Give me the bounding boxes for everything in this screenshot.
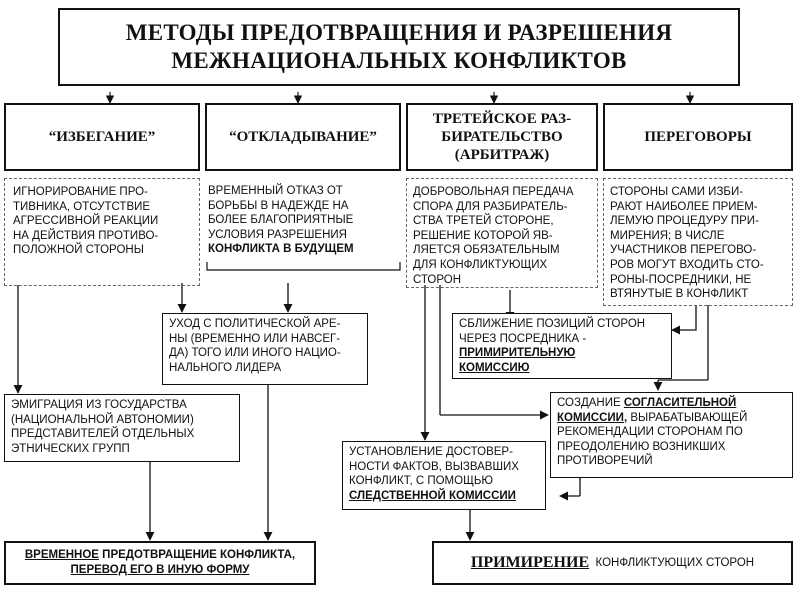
negotiation-desc-line: ЛЕМУЮ ПРОЦЕДУРУ ПРИ- [610,215,759,228]
leader-line: УХОД С ПОЛИТИЧЕСКОЙ АРЕ- [169,318,341,330]
conciliation-line: ПРЕОДОЛЕНИЮ ВОЗНИКШИХ [557,440,726,453]
result-temporary-prevention: ВРЕМЕННОЕ ПРЕДОТВРАЩЕНИЕ КОНФЛИКТА, ПЕРЕ… [4,541,316,585]
avoid-desc-line: ИГНОРИРОВАНИЕ ПРО- [13,186,148,198]
emigration-box: ЭМИГРАЦИЯ ИЗ ГОСУДАРСТВА (НАЦИОНАЛЬНОЙ А… [4,394,240,462]
result-reconciliation-emphasis: ПРИМИРЕНИЕ [470,554,590,571]
negotiation-desc-line: РАЮТ НАИБОЛЕЕ ПРИЕМ- [610,200,758,213]
method-arbitration-label-2: БИРАТЕЛЬСТВО [441,129,563,145]
method-delay: “ОТКЛАДЫВАНИЕ” [205,103,401,171]
investigation-line: КОНФЛИКТ, С ПОМОЩЬЮ [349,475,494,488]
negotiation-desc-line: СТОРОНЫ САМИ ИЗБИ- [610,186,744,198]
arbitration-desc-line: СПОРА ДЛЯ РАЗБИРАТЕЛЬ- [413,200,568,213]
negotiation-desc-line: МИРЕНИЯ; В ЧИСЛЕ [610,229,725,242]
method-delay-label: “ОТКЛАДЫВАНИЕ” [229,129,377,145]
delay-desc-line: КОНФЛИКТА В БУДУЩЕМ [208,243,354,256]
method-arbitration: ТРЕТЕЙСКОЕ РАЗ- БИРАТЕЛЬСТВО (АРБИТРАЖ) [406,103,598,171]
result-reconciliation: ПРИМИРЕНИЕ КОНФЛИКТУЮЩИХ СТОРОН [432,541,793,585]
result-temporary-emphasis: ВРЕМЕННОЕ [24,549,99,562]
avoid-desc-line: НА ДЕЙСТВИЯ ПРОТИВО- [13,229,159,242]
method-negotiation: ПЕРЕГОВОРЫ [603,103,793,171]
investigation-line: СЛЕДСТВЕННОЙ КОМИССИИ [349,489,516,502]
emigration-line: ПРЕДСТАВИТЕЛЕЙ ОТДЕЛЬНЫХ [11,428,195,441]
conciliation-line: ПРОТИВОРЕЧИЙ [557,455,653,468]
rapprochement-line: КОМИССИЮ [459,361,530,374]
method-avoid: “ИЗБЕГАНИЕ” [4,103,200,171]
conciliation-emphasis: КОМИССИИ, [557,411,628,424]
leader-line: НАЛЬНОГО ЛИДЕРА [169,361,282,374]
result-reconciliation-text: КОНФЛИКТУЮЩИХ СТОРОН [589,557,755,569]
method-arbitration-label-1: ТРЕТЕЙСКОЕ РАЗ- [432,111,572,127]
conciliation-emphasis: СОГЛАСИТЕЛЬНОЙ [623,397,737,409]
rapprochement-line: ЧЕРЕЗ ПОСРЕДНИКА - [459,332,587,345]
conciliation-text: СОЗДАНИЕ [557,397,624,409]
delay-desc-line: ВРЕМЕННЫЙ ОТКАЗ ОТ [208,185,343,197]
emigration-line: (НАЦИОНАЛЬНОЙ АВТОНОМИИ) [11,413,194,426]
arbitration-desc-line: РЕШЕНИЕ КОТОРОЙ ЯВ- [413,229,553,242]
avoid-desc-line: АГРЕССИВНОЙ РЕАКЦИИ [13,215,159,228]
title-line-2: МЕЖНАЦИОНАЛЬНЫХ КОНФЛИКТОВ [171,48,627,73]
reconcile-flows [420,285,709,541]
method-negotiation-label: ПЕРЕГОВОРЫ [644,129,752,145]
delay-desc-line: БОЛЕЕ БЛАГОПРИЯТНЫЕ [208,214,354,227]
negotiation-desc-line: УЧАСТНИКОВ ПЕРЕГОВО- [610,244,757,257]
investigation-box: УСТАНОВЛЕНИЕ ДОСТОВЕР- НОСТИ ФАКТОВ, ВЫЗ… [342,441,546,510]
leader-line: НЫ (ВРЕМЕННО ИЛИ НАВСЕГ- [169,332,341,345]
result-temporary-line: ПЕРЕВОД ЕГО В ИНУЮ ФОРМУ [70,564,250,576]
method-avoid-label: “ИЗБЕГАНИЕ” [48,129,156,145]
delay-desc-line: УСЛОВИЯ РАЗРЕШЕНИЯ [208,228,347,241]
delay-description: ВРЕМЕННЫЙ ОТКАЗ ОТ БОРЬБЫ В НАДЕЖДЕ НА Б… [208,184,400,257]
arbitration-description: ДОБРОВОЛЬНАЯ ПЕРЕДАЧА СПОРА ДЛЯ РАЗБИРАТ… [406,178,598,288]
conciliation-line: РЕКОМЕНДАЦИИ СТОРОНАМ ПО [557,426,743,439]
leader-line: ДА) ТОГО ИЛИ ИНОГО НАЦИО- [169,347,341,360]
negotiation-desc-line: ВТЯНУТЫЕ В КОНФЛИКТ [610,288,749,301]
rapprochement-line: СБЛИЖЕНИЕ ПОЗИЦИЙ СТОРОН [459,318,646,330]
avoid-description: ИГНОРИРОВАНИЕ ПРО- ТИВНИКА, ОТСУТСТВИЕ А… [4,178,200,286]
result-temporary-text: ПРЕДОТВРАЩЕНИЕ КОНФЛИКТА, [98,549,296,562]
title-arrows [105,92,695,104]
negotiation-desc-line: РОНЫ-ПОСРЕДНИКИ, НЕ [610,273,752,286]
method-arbitration-label-3: (АРБИТРАЖ) [454,147,550,163]
leader-departure-box: УХОД С ПОЛИТИЧЕСКОЙ АРЕ- НЫ (ВРЕМЕННО ИЛ… [162,313,368,385]
emigration-line: ЭМИГРАЦИЯ ИЗ ГОСУДАРСТВА [11,399,187,411]
avoid-flows [13,283,187,541]
arbitration-desc-line: СТВА ТРЕТЕЙ СТОРОНЕ, [413,215,554,228]
conciliation-box: СОЗДАНИЕ СОГЛАСИТЕЛЬНОЙ КОМИССИИ, ВЫРАБА… [550,392,793,478]
diagram-title: МЕТОДЫ ПРЕДОТВРАЩЕНИЯ И РАЗРЕШЕНИЯ МЕЖНА… [58,8,740,86]
title-line-1: МЕТОДЫ ПРЕДОТВРАЩЕНИЯ И РАЗРЕШЕНИЯ [125,20,673,45]
arbitration-desc-line: ДОБРОВОЛЬНАЯ ПЕРЕДАЧА [413,186,574,198]
delay-desc-line: БОРЬБЫ В НАДЕЖДЕ НА [208,199,349,212]
investigation-line: УСТАНОВЛЕНИЕ ДОСТОВЕР- [349,446,513,458]
avoid-desc-line: ПОЛОЖНОЙ СТОРОНЫ [13,244,144,257]
negotiation-desc-line: РОВ МОГУТ ВХОДИТЬ СТО- [610,258,764,271]
investigation-line: НОСТИ ФАКТОВ, ВЫЗВАВШИХ [349,460,519,473]
delay-flows [263,283,293,541]
conciliation-text: ВЫРАБАТЫВАЮЩЕЙ [627,411,748,424]
arbitration-desc-line: ДЛЯ КОНФЛИКТУЮЩИХ [413,258,548,271]
emigration-line: ЭТНИЧЕСКИХ ГРУПП [11,442,130,455]
avoid-desc-line: ТИВНИКА, ОТСУТСТВИЕ [13,200,151,213]
rapprochement-line: ПРИМИРИТЕЛЬНУЮ [459,347,576,360]
arbitration-desc-line: ЛЯЕТСЯ ОБЯЗАТЕЛЬНЫМ [413,244,560,257]
text-brackets [206,262,401,271]
negotiation-description: СТОРОНЫ САМИ ИЗБИ- РАЮТ НАИБОЛЕЕ ПРИЕМ- … [603,178,793,306]
arbitration-desc-line: СТОРОН [413,273,462,286]
rapprochement-box: СБЛИЖЕНИЕ ПОЗИЦИЙ СТОРОН ЧЕРЕЗ ПОСРЕДНИК… [452,313,672,379]
